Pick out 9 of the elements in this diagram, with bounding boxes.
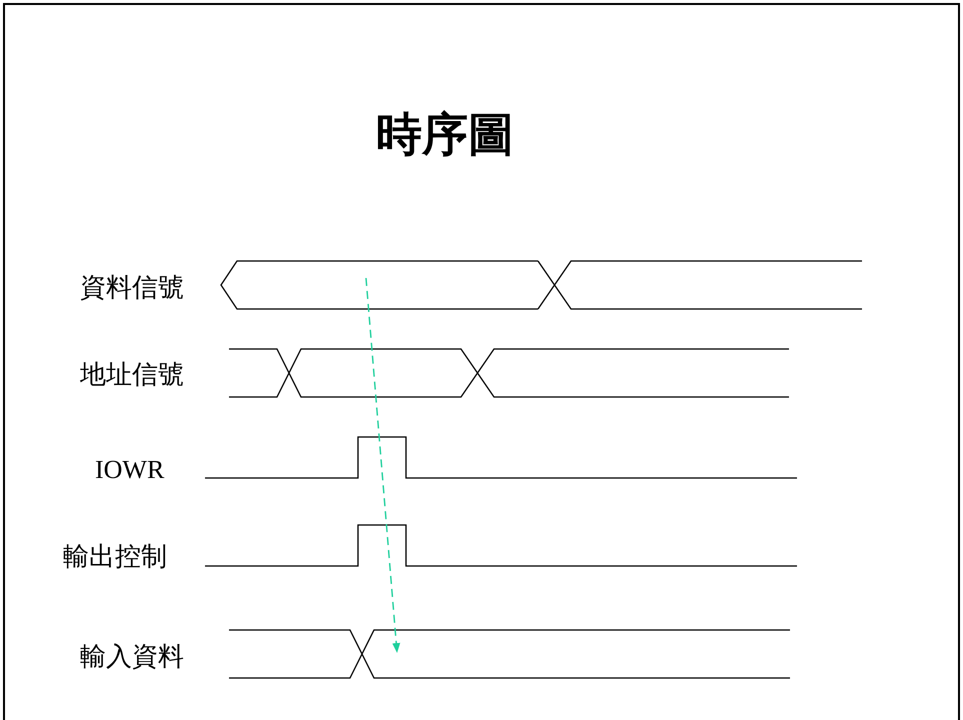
signal-label: 輸入資料 bbox=[80, 642, 184, 672]
signal-label: 地址信號 bbox=[80, 360, 184, 390]
title: 時序圖 bbox=[375, 106, 515, 162]
waveform bbox=[220, 260, 863, 311]
signal-label: IOWR bbox=[95, 455, 164, 485]
waveform bbox=[228, 629, 791, 680]
arrow bbox=[365, 278, 400, 653]
signal-label: 輸出控制 bbox=[63, 542, 167, 572]
signal-label: 資料信號 bbox=[80, 273, 184, 303]
